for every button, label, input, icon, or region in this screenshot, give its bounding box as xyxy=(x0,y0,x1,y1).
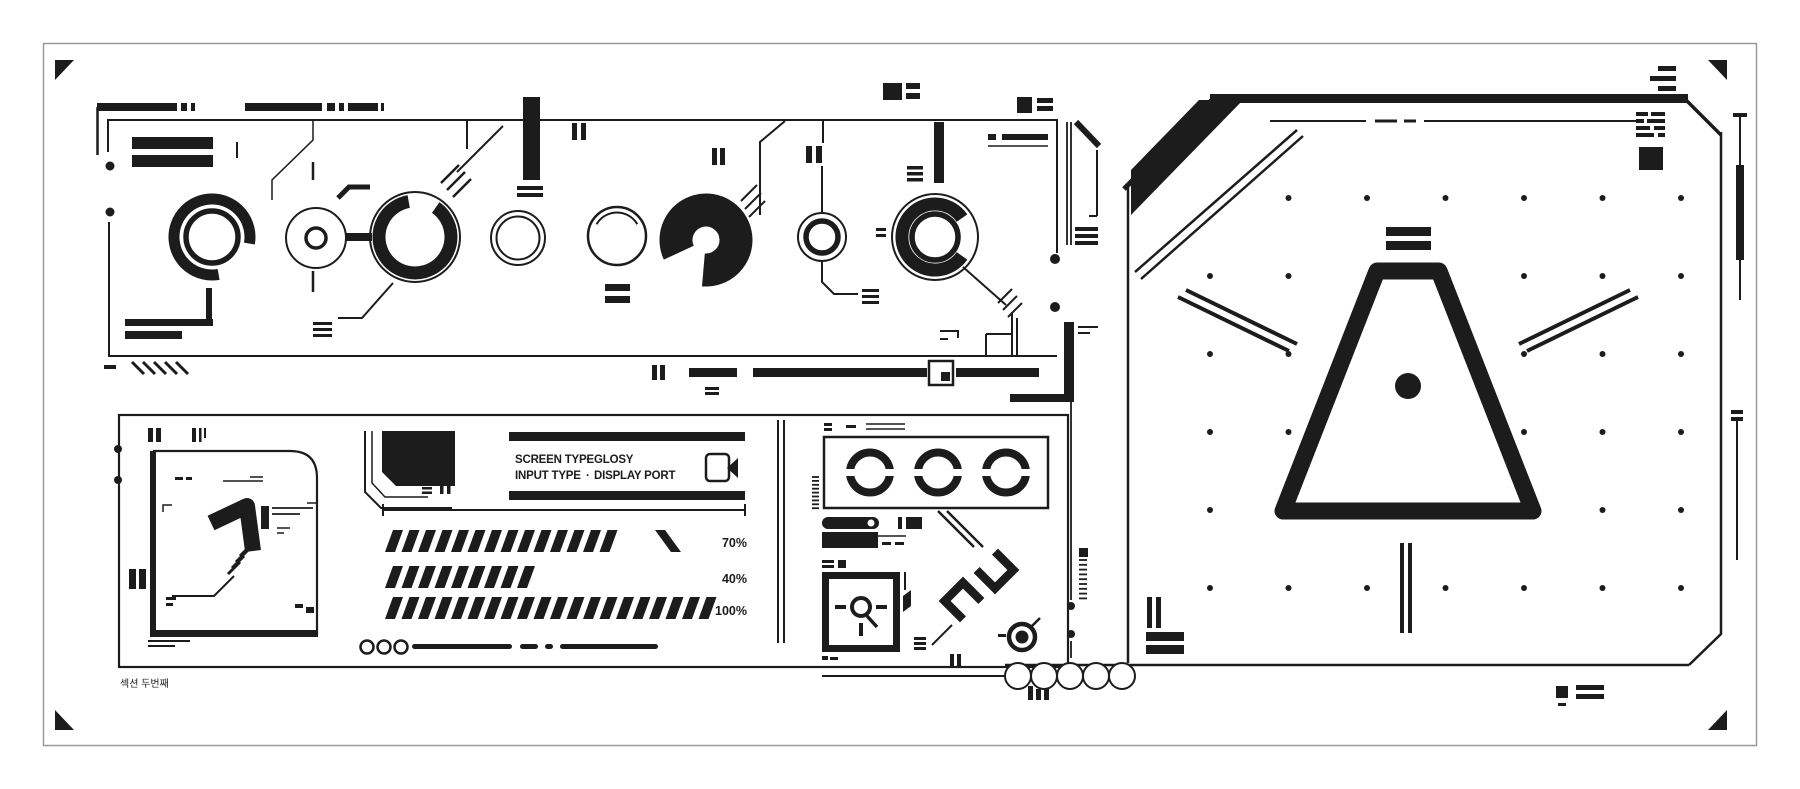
section-divider xyxy=(777,420,785,643)
chain-link-icon xyxy=(938,548,1020,623)
right-diagonal-pair xyxy=(1518,288,1639,353)
gauge-pacman-donut xyxy=(659,120,786,287)
progress-label-3: 100% xyxy=(715,604,747,618)
gauge-double-circle xyxy=(490,97,546,266)
spec-row-1: SCREEN TYPE · GLOSY xyxy=(515,454,634,466)
top-hud-strip xyxy=(96,83,1060,380)
progress-row-70 xyxy=(385,530,681,552)
left-diagonal-pair xyxy=(1177,288,1298,353)
sun-burst-icon xyxy=(822,572,900,652)
corner-band xyxy=(1131,100,1243,215)
octagon-panel xyxy=(1004,94,1747,706)
top-right-tally-marks xyxy=(1650,66,1676,91)
bottom-left-marks xyxy=(1146,597,1184,654)
corner-mark-top-right xyxy=(1708,60,1727,80)
progress-label-2: 40% xyxy=(722,572,747,586)
warning-triangle-icon xyxy=(1274,227,1542,633)
inner-top-rule xyxy=(1270,119,1640,123)
right-side-rail xyxy=(1731,113,1747,560)
video-camera-icon xyxy=(704,452,738,483)
spec-row-2: INPUT TYPE · DISPLAY PORT xyxy=(515,470,675,482)
barcode-strip xyxy=(812,476,819,510)
barcode-strip xyxy=(1079,559,1087,600)
spec-panel: SCREEN TYPE · GLOSY INPUT TYPE · DISPLAY… xyxy=(114,359,1070,700)
gauge-ringed-c xyxy=(876,122,1023,356)
corner-mark-bottom-right xyxy=(1708,710,1727,730)
pipe-module xyxy=(129,449,319,647)
progress-label-1: 70% xyxy=(722,536,747,550)
strip-outline xyxy=(105,119,1060,357)
spec-text-block: SCREEN TYPE · GLOSY INPUT TYPE · DISPLAY… xyxy=(382,432,746,516)
bent-pipe-icon xyxy=(207,498,261,553)
strip-left-bars xyxy=(132,137,213,167)
strip-right-marks xyxy=(883,83,1048,147)
scallop-edge xyxy=(1004,662,1136,690)
progress-row-100 xyxy=(385,597,717,619)
progress-row-40 xyxy=(385,566,535,588)
gauge-ring-c xyxy=(313,121,504,337)
gap-circuitry xyxy=(1010,97,1102,658)
circuit-cluster xyxy=(822,510,1041,667)
corner-mark-bottom-left xyxy=(55,710,74,730)
gauge-small-double-ring xyxy=(797,121,879,304)
dash-dot-rule xyxy=(359,639,658,655)
page-frame xyxy=(42,42,1758,747)
triple-rings-module xyxy=(812,423,1050,510)
panel-top-ticks xyxy=(148,428,206,442)
strip-footer-marks xyxy=(104,360,1039,380)
header-dash-bar xyxy=(96,103,384,155)
panel-caption: 섹션 두번째 xyxy=(120,678,169,690)
dot-grid xyxy=(1207,195,1684,591)
gauge-thick-c-ring xyxy=(125,193,256,339)
screen-thumbnail xyxy=(364,431,455,509)
gauge-dial-small xyxy=(236,121,372,292)
target-icon xyxy=(998,617,1041,653)
gauge-ring-double-top xyxy=(572,123,648,303)
data-matrix-icon xyxy=(1636,112,1665,170)
corner-diagonals xyxy=(1134,129,1304,280)
corner-mark-top-left xyxy=(55,60,74,80)
bottom-right-marks xyxy=(1556,685,1604,706)
octagon-outline xyxy=(1005,94,1723,667)
progress-bars: 70% 40% 100% xyxy=(385,530,747,619)
corner-square-widget xyxy=(927,359,955,387)
